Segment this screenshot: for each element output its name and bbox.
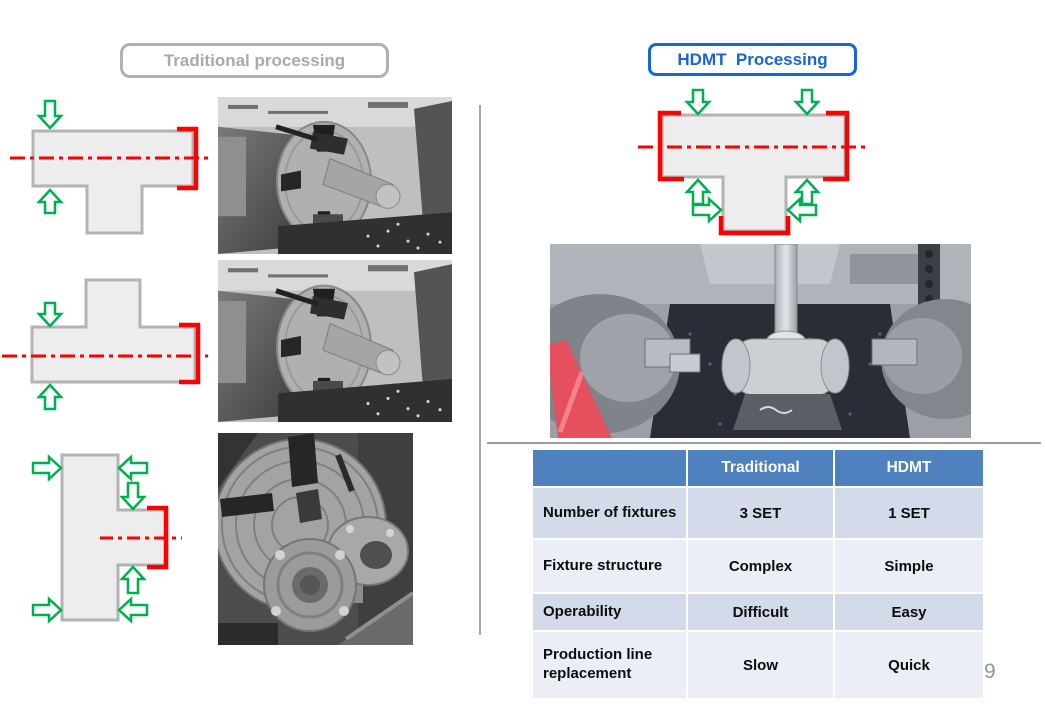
diagram-traditional-setup3	[31, 453, 182, 624]
vertical-divider	[479, 105, 481, 635]
machined-face-bracket-icon	[179, 322, 201, 385]
row-label-number-of-fixtures: Number of fixtures	[533, 488, 686, 538]
cell-fixtures-hdmt: 1 SET	[835, 488, 983, 538]
clamp-arrow-left-icon	[786, 196, 818, 224]
comparison-table: Traditional HDMT Number of fixtures 3 SE…	[533, 450, 983, 698]
table-corner-cell	[533, 450, 686, 486]
cell-replacement-traditional: Slow	[688, 632, 833, 698]
table-header-traditional: Traditional	[688, 450, 833, 486]
clamp-arrow-down-icon	[119, 481, 147, 511]
clamp-arrow-up-icon	[36, 188, 64, 215]
row-label-operability: Operability	[533, 594, 686, 630]
table-header-hdmt: HDMT	[835, 450, 983, 486]
diagram-traditional-setup2	[2, 278, 208, 411]
cell-fixtures-traditional: 3 SET	[688, 488, 833, 538]
tee-part-shape	[660, 113, 847, 233]
clamp-arrow-down-icon	[684, 88, 712, 116]
traditional-processing-label: Traditional processing	[120, 43, 389, 78]
clamp-arrow-down-icon	[793, 88, 821, 116]
cell-structure-traditional: Complex	[688, 540, 833, 592]
diagram-hdmt-setup	[638, 88, 867, 236]
tee-part-shape	[30, 278, 197, 384]
clamp-arrow-up-icon	[684, 178, 712, 206]
clamp-arrow-right-icon	[31, 454, 63, 482]
clamp-arrow-left-icon	[117, 596, 149, 624]
row-label-fixture-structure: Fixture structure	[533, 540, 686, 592]
photo-traditional-lathe-2	[218, 260, 452, 422]
machined-face-bracket-icon	[177, 126, 199, 191]
machined-face-bracket-icon	[823, 110, 850, 182]
row-label-production-line-replacement: Production line replacement	[533, 632, 686, 698]
clamp-arrow-up-icon	[793, 178, 821, 206]
photo-chuck-valve-body	[218, 433, 413, 645]
cell-operability-traditional: Difficult	[688, 594, 833, 630]
cell-operability-hdmt: Easy	[835, 594, 983, 630]
clamp-arrow-up-icon	[119, 565, 147, 595]
machined-face-bracket-icon	[657, 110, 684, 182]
clamp-arrow-down-icon	[36, 301, 64, 328]
machined-face-bracket-icon	[718, 216, 791, 236]
page-number: 9	[984, 660, 996, 683]
photo-hdmt-machining-center	[550, 244, 971, 438]
horizontal-divider	[487, 442, 1041, 444]
photo-traditional-lathe-1	[218, 97, 452, 254]
clamp-arrow-left-icon	[117, 454, 149, 482]
tee-part-shape	[60, 453, 169, 622]
diagram-traditional-setup1	[10, 99, 210, 235]
cell-replacement-hdmt: Quick	[835, 632, 983, 698]
clamp-arrow-right-icon	[691, 196, 723, 224]
cell-structure-hdmt: Simple	[835, 540, 983, 592]
machined-face-bracket-icon	[147, 505, 169, 570]
clamp-arrow-down-icon	[36, 99, 64, 130]
clamp-arrow-up-icon	[36, 383, 64, 411]
hdmt-processing-label: HDMT Processing	[648, 43, 857, 76]
tee-part-shape	[31, 129, 195, 235]
clamp-arrow-right-icon	[31, 596, 63, 624]
